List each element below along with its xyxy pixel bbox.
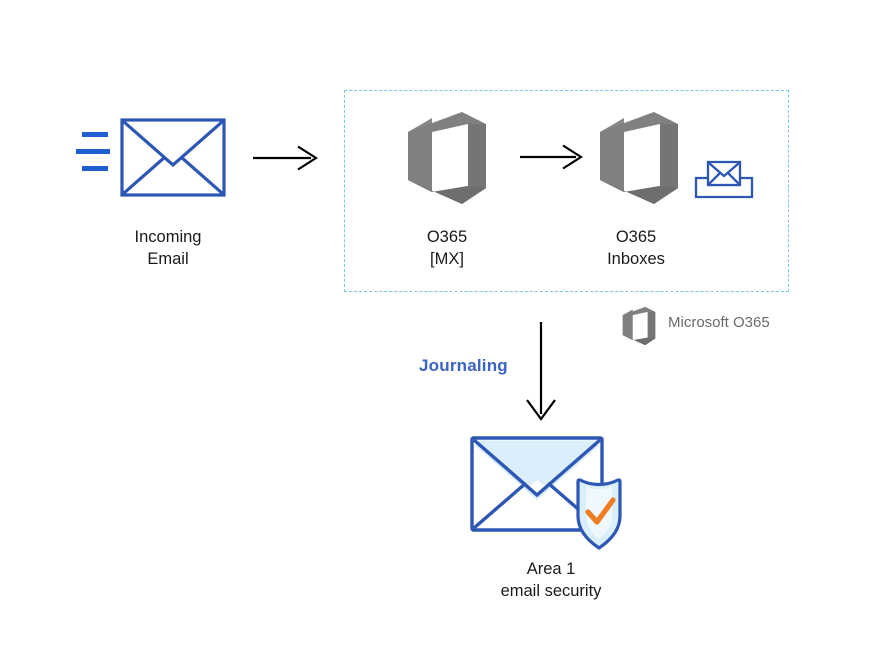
arrow-mx-to-inboxes bbox=[520, 144, 584, 170]
o365-inboxes-label-line2: Inboxes bbox=[607, 250, 665, 268]
o365-boundary-zone bbox=[344, 90, 789, 292]
o365-inboxes-label-line1: O365 bbox=[615, 228, 657, 246]
office-365-logo-icon bbox=[622, 306, 656, 346]
o365-inboxes-node bbox=[598, 110, 680, 206]
inbox-tray-envelope-icon bbox=[694, 159, 754, 201]
area1-label: Area 1 email security bbox=[456, 558, 646, 602]
incoming-envelope-icon bbox=[76, 118, 226, 197]
incoming-email-label-line2: Email bbox=[147, 250, 189, 268]
o365-mx-label-line1: O365 bbox=[426, 228, 468, 246]
journaling-label: Journaling bbox=[419, 356, 508, 375]
incoming-email-label-line1: Incoming bbox=[134, 228, 202, 246]
o365-mx-label-line2: [MX] bbox=[430, 250, 464, 268]
arrow-journaling-down bbox=[522, 322, 560, 422]
o365-mx-label: O365 [MX] bbox=[367, 226, 527, 270]
office-365-logo-icon bbox=[600, 112, 678, 204]
area1-label-line1: Area 1 bbox=[526, 560, 576, 578]
legend-label: Microsoft O365 bbox=[668, 314, 770, 331]
area1-label-line2: email security bbox=[500, 582, 602, 600]
area1-node bbox=[468, 432, 636, 552]
arrow-incoming-to-mx bbox=[253, 145, 319, 171]
legend-office-icon-wrapper bbox=[620, 306, 658, 346]
incoming-email-node bbox=[76, 118, 228, 210]
envelope-shield-check-icon bbox=[470, 436, 622, 550]
o365-mx-node bbox=[406, 110, 488, 206]
office-365-logo-icon bbox=[408, 112, 486, 204]
